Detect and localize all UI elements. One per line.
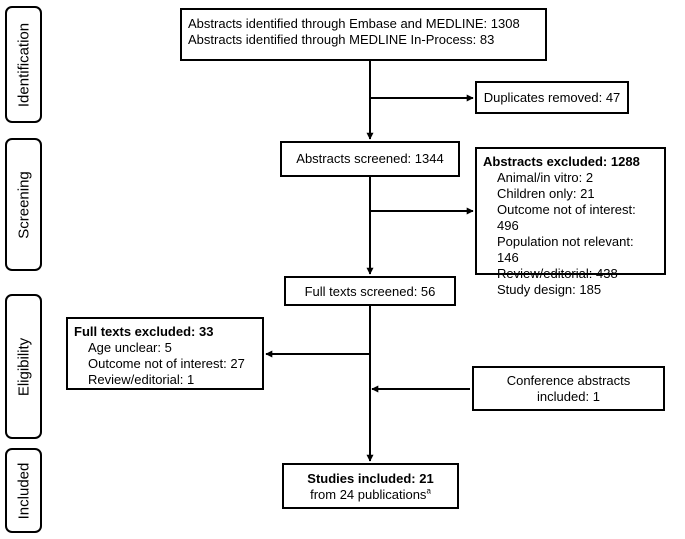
publications-text: from 24 publications [310, 487, 427, 502]
list-item: Population not relevant: 146 [497, 234, 634, 265]
studies-included-subtitle: from 24 publicationsa [284, 487, 457, 503]
full-texts-excluded-title: Full texts excluded: 33 [74, 324, 214, 339]
list-item: Animal/in vitro: 2 [497, 170, 594, 185]
studies-included-box: Studies included: 21 from 24 publication… [282, 463, 459, 509]
phase-screening-label: Screening [15, 170, 32, 239]
identified-box: Abstracts identified through Embase and … [180, 8, 547, 61]
abstracts-screened-box: Abstracts screened: 1344 [280, 141, 460, 177]
abstracts-excluded-box: Abstracts excluded: 1288 Animal/in vitro… [475, 147, 666, 297]
duplicates-label: Duplicates removed: 47 [483, 90, 621, 105]
full-texts-screened-label: Full texts screened: 56 [304, 284, 436, 299]
phase-eligibility: Eligibility [5, 294, 42, 439]
list-item: Outcome not of interest: 27 [88, 356, 245, 371]
list-item: Review/editorial: 438 [497, 266, 618, 281]
full-texts-screened-box: Full texts screened: 56 [284, 276, 456, 306]
identified-line-1: Abstracts identified through Embase and … [188, 16, 520, 31]
identified-line-2: Abstracts identified through MEDLINE In-… [188, 32, 495, 47]
list-item: Review/editorial: 1 [88, 372, 195, 387]
abstracts-excluded-title: Abstracts excluded: 1288 [483, 154, 640, 169]
list-item: Outcome not of interest: 496 [497, 202, 636, 233]
duplicates-box: Duplicates removed: 47 [475, 81, 629, 114]
list-item: Age unclear: 5 [88, 340, 172, 355]
phase-included: Included [5, 448, 42, 533]
list-item: Study design: 185 [497, 282, 602, 297]
conference-line-2: included: 1 [537, 389, 600, 404]
phase-screening: Screening [5, 138, 42, 271]
phase-identification-label: Identification [15, 22, 32, 107]
conference-line-1: Conference abstracts [506, 373, 631, 388]
conference-abstracts-box: Conference abstracts included: 1 [472, 366, 665, 411]
list-item: Children only: 21 [497, 186, 595, 201]
phase-included-label: Included [15, 462, 32, 519]
footnote-mark: a [426, 486, 431, 496]
abstracts-screened-label: Abstracts screened: 1344 [296, 151, 444, 166]
studies-included-title: Studies included: 21 [307, 471, 434, 486]
phase-identification: Identification [5, 6, 42, 123]
phase-eligibility-label: Eligibility [15, 337, 32, 396]
full-texts-excluded-box: Full texts excluded: 33 Age unclear: 5 O… [66, 317, 264, 390]
